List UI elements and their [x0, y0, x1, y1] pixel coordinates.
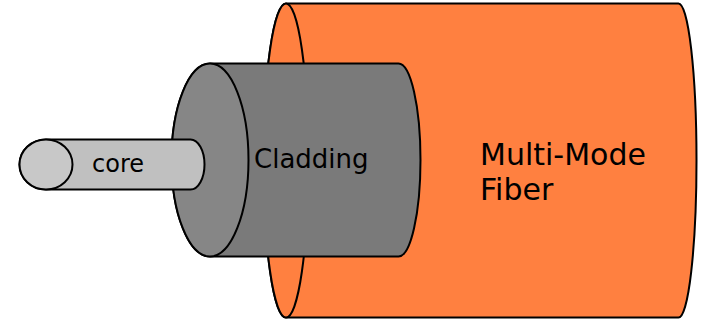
part-label: core	[92, 151, 182, 179]
cylinder-body	[20, 140, 205, 190]
part-label: Cladding	[254, 145, 394, 175]
part-label: Multi-Mode Fiber	[480, 138, 674, 207]
cladding-layer: Claddingcore	[170, 62, 422, 258]
cylinder-end-face	[20, 140, 73, 190]
cylinder-body	[172, 64, 421, 257]
fiber-jacket: Multi-Mode FiberCladdingcore	[262, 2, 698, 319]
fiber-core: core	[18, 138, 206, 191]
